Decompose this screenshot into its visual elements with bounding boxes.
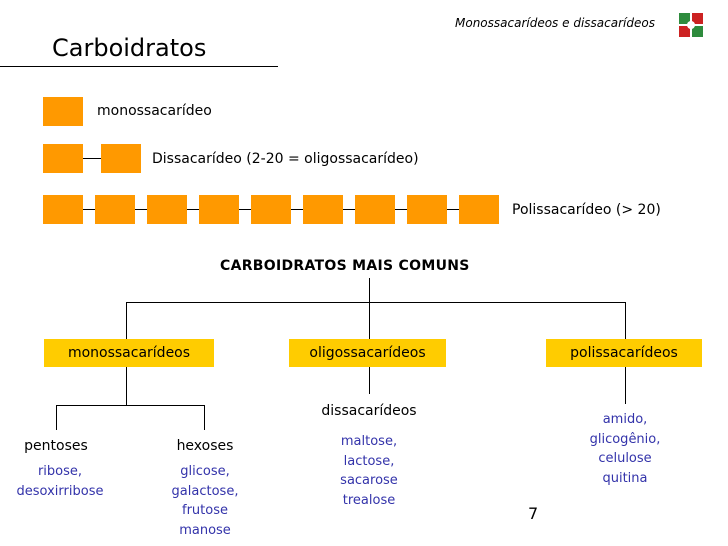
poly-block [251,195,291,224]
glycosidic-bond [291,209,303,210]
glycosidic-bond [395,209,407,210]
poly-block [95,195,135,224]
hexoses-line [204,405,205,430]
tree-trunk-line [369,278,370,302]
branch-poly-line [625,302,626,339]
poly-block [199,195,239,224]
glycosidic-bond [343,209,355,210]
hexoses-examples: glicose, galactose, frutose manose [150,462,260,540]
page-number: 7 [528,504,539,523]
glycosidic-bond [187,209,199,210]
page-title: Carboidratos [52,34,207,62]
example-item: glicogênio, [589,431,661,447]
pentoses-line [56,405,57,430]
branch-oligo-line [369,302,370,339]
category-monossacarideos: monossacarídeos [44,339,214,367]
slide-subtitle: Monossacarídeos e dissacarídeos [455,16,655,30]
hexoses-label: hexoses [176,438,234,454]
polissacarideos-examples: amido, glicogênio, celulose quitina [565,410,685,488]
poly-legend-label: Polissacarídeo (> 20) [512,202,661,218]
example-item: sacarose [340,473,398,488]
poly-block [407,195,447,224]
poly-block [303,195,343,224]
glycosidic-bond [83,209,95,210]
glycosidic-bond [447,209,459,210]
poly-block [355,195,395,224]
di-block-2 [101,144,141,173]
example-item: manose [179,522,231,538]
poly-child-line [625,367,626,404]
glycosidic-bond [135,209,147,210]
glycosidic-bond [239,209,251,210]
example-item: ribose, [37,464,83,479]
pentoses-examples: ribose, desoxirribose [0,462,120,501]
example-item: lactose, [343,453,395,469]
dissacarideos-examples: maltose, lactose, sacarose trealose [314,432,424,510]
pentoses-label: pentoses [24,438,88,454]
category-oligossacarideos: oligossacarídeos [289,339,446,367]
di-legend-label: Dissacarídeo (2-20 = oligossacarídeo) [152,151,419,167]
tree-branch-line [126,302,626,303]
example-item: trealose [342,492,396,508]
example-item: desoxirribose [16,483,104,499]
mono-split-line [126,367,127,405]
oligo-child-line [369,367,370,394]
tree-heading: CARBOIDRATOS MAIS COMUNS [220,258,470,274]
example-item: galactose, [171,483,239,499]
example-item: glicose, [180,464,230,479]
dissacarideos-label: dissacarídeos [321,403,417,419]
example-item: celulose [598,451,652,466]
example-item: frutose [182,503,228,518]
poly-block [43,195,83,224]
example-item: quitina [602,470,648,486]
branch-mono-line [126,302,127,339]
glycosidic-bond [83,158,101,159]
mono-block [43,97,83,126]
institution-logo-icon [679,13,703,37]
mono-legend-label: monossacarídeo [97,103,212,119]
poly-block [459,195,499,224]
category-polissacarideos: polissacarídeos [546,339,702,367]
title-divider [0,66,278,67]
poly-block [147,195,187,224]
mono-sub-branch-line [56,405,205,406]
example-item: amido, [602,412,648,427]
di-block-1 [43,144,83,173]
example-item: maltose, [340,434,398,449]
